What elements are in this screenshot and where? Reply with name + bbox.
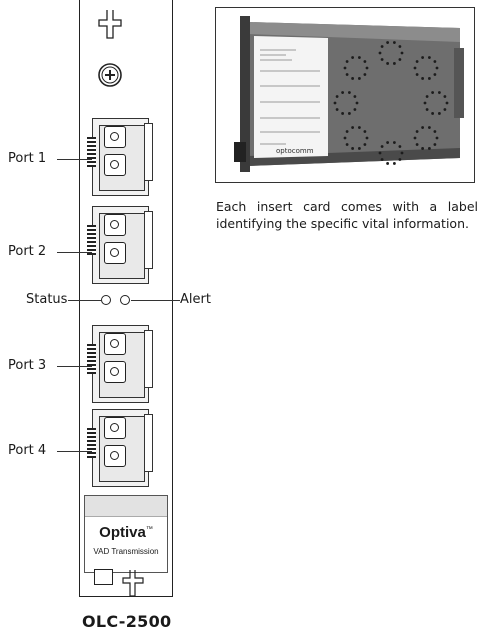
port-3-label: Port 3 — [8, 358, 47, 373]
port-3-rx-jack — [104, 361, 126, 383]
status-label: Status — [26, 292, 68, 307]
port-4-tx-jack — [104, 417, 126, 439]
bottom-screw-cross-icon — [122, 570, 144, 597]
port-1-rx-jack — [104, 154, 126, 176]
alert-leader-line — [131, 300, 180, 301]
port-2-rx-jack — [104, 242, 126, 264]
port-3-connector — [87, 325, 153, 403]
port-3-leader-line — [57, 366, 92, 367]
port-1-connector — [87, 118, 153, 196]
port-2-tx-jack — [104, 214, 126, 236]
brand-name: Optiva™ — [99, 524, 153, 541]
thumb-screw-icon — [98, 63, 122, 87]
card-brand-text: optocomm — [276, 147, 314, 155]
port-4-rx-jack — [104, 445, 126, 467]
brand-subtitle: VAD Transmission — [93, 547, 159, 556]
port-3-tx-jack — [104, 333, 126, 355]
port-2-label: Port 2 — [8, 244, 47, 259]
alert-label: Alert — [180, 292, 211, 307]
port-1-leader-line — [57, 159, 92, 160]
port-1-label: Port 1 — [8, 151, 47, 166]
insert-card-illustration: optocomm — [234, 16, 464, 172]
insert-card-photo: optocomm — [215, 7, 475, 183]
port-4-leader-line — [57, 451, 92, 452]
model-name: OLC-2500 — [82, 612, 172, 631]
top-screw-cross-icon — [98, 10, 122, 39]
port-2-connector — [87, 206, 153, 284]
status-led — [101, 295, 111, 305]
port-1-tx-jack — [104, 126, 126, 148]
port-4-connector — [87, 409, 153, 487]
brand-label-plate: Optiva™ VAD Transmission — [84, 495, 168, 573]
photo-caption: Each insert card comes with a label iden… — [216, 199, 478, 231]
alert-led — [120, 295, 130, 305]
port-2-leader-line — [57, 252, 92, 253]
port-4-label: Port 4 — [8, 443, 47, 458]
bottom-tab — [94, 569, 113, 585]
status-leader-line — [68, 300, 101, 301]
